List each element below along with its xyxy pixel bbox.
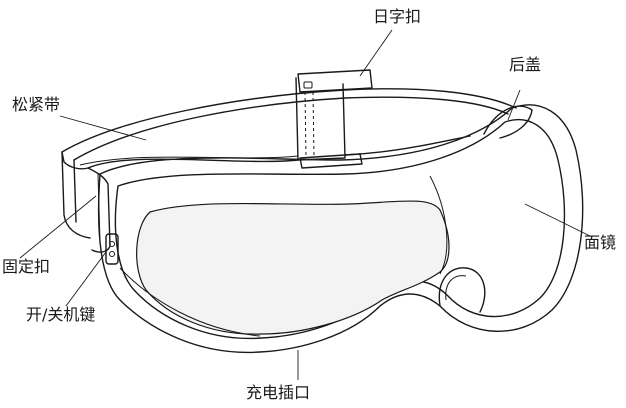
label-face-mask: 面镜: [584, 233, 617, 252]
label-buckle-top: 日字扣: [373, 7, 422, 26]
leader-lines: [19, 29, 591, 380]
label-power-key: 开/关机键: [26, 305, 96, 324]
strap-drawing: [61, 88, 517, 170]
buckle-drawing: [295, 69, 373, 169]
label-strap: 松紧带: [12, 95, 61, 114]
mask-shell-drawing: [97, 104, 584, 354]
label-fixing-buckle: 固定扣: [2, 257, 51, 276]
side-band-drawing: [61, 151, 111, 253]
label-back-cover: 后盖: [509, 55, 542, 74]
label-charging-port: 充电插口: [246, 383, 311, 402]
